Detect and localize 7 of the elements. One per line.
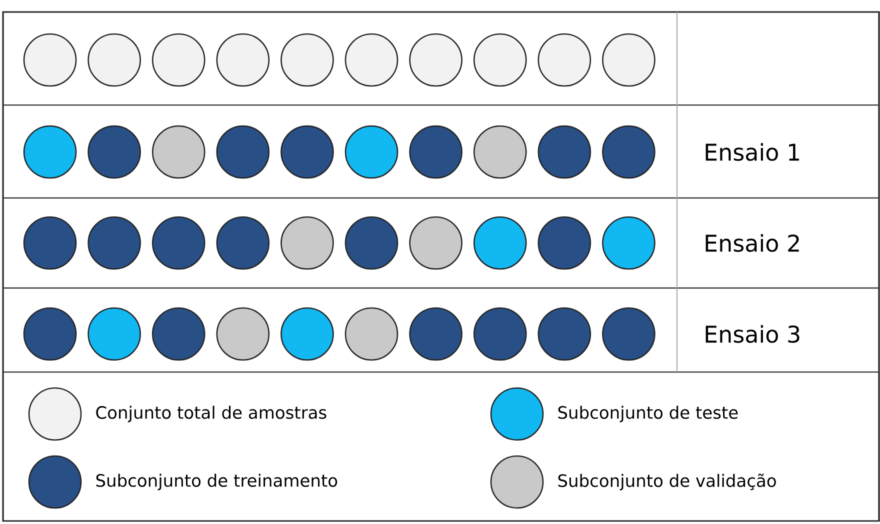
legend-label: Conjunto total de amostras <box>96 406 326 422</box>
legend-label: Subconjunto de teste <box>558 406 738 422</box>
legend-label: Subconjunto de validação <box>558 474 776 490</box>
legend-label: Subconjunto de treinamento <box>96 474 338 490</box>
row-label: Ensaio 1 <box>706 143 799 161</box>
row-label: Ensaio 3 <box>706 325 800 343</box>
row-label: Ensaio 2 <box>706 234 799 252</box>
